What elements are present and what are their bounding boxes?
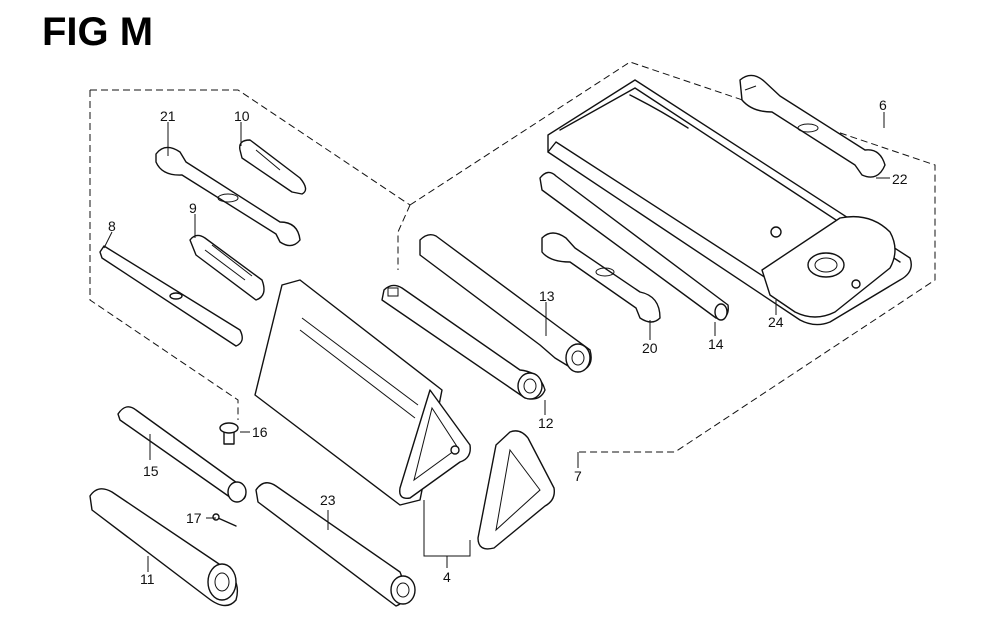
callout-9: 9	[189, 200, 197, 216]
screwdriver-8	[99, 245, 243, 347]
callout-6: 6	[879, 97, 887, 113]
socket-wrench-13	[419, 233, 592, 373]
callout-16: 16	[252, 424, 268, 440]
callout-13: 13	[539, 288, 555, 304]
callout-7: 7	[574, 468, 582, 484]
screwdriver-handle-9	[189, 234, 265, 301]
figure-title: FIG M	[42, 10, 154, 54]
pin-17	[212, 513, 237, 527]
callout-12: 12	[538, 415, 554, 431]
callout-21: 21	[160, 108, 176, 124]
tube-15	[117, 406, 247, 503]
tool-group-left-outline	[89, 89, 411, 420]
callout-4: 4	[443, 569, 451, 585]
plug-wrench-23	[255, 482, 416, 607]
callout-15: 15	[143, 463, 159, 479]
callout-23: 23	[320, 492, 336, 508]
callout-20: 20	[642, 340, 658, 356]
callout-14: 14	[708, 336, 724, 352]
rod-14	[539, 171, 729, 321]
callout-24: 24	[768, 314, 784, 330]
reflector-set-4	[254, 279, 555, 550]
tool-bag-outline	[397, 61, 936, 453]
callout-11: 11	[140, 571, 155, 587]
tool-bag	[547, 79, 912, 326]
wrench-20	[541, 232, 661, 323]
tube-wrench-11	[89, 488, 239, 607]
box-wrench-12	[381, 284, 546, 400]
wrench-22	[739, 74, 886, 178]
leader-lines	[103, 112, 890, 572]
callout-22: 22	[892, 171, 908, 187]
callout-8: 8	[108, 218, 116, 234]
wrench-21	[155, 146, 301, 247]
grip-10	[239, 139, 307, 195]
callout-10: 10	[234, 108, 250, 124]
callout-17: 17	[186, 510, 202, 526]
bolt-16	[219, 422, 239, 445]
